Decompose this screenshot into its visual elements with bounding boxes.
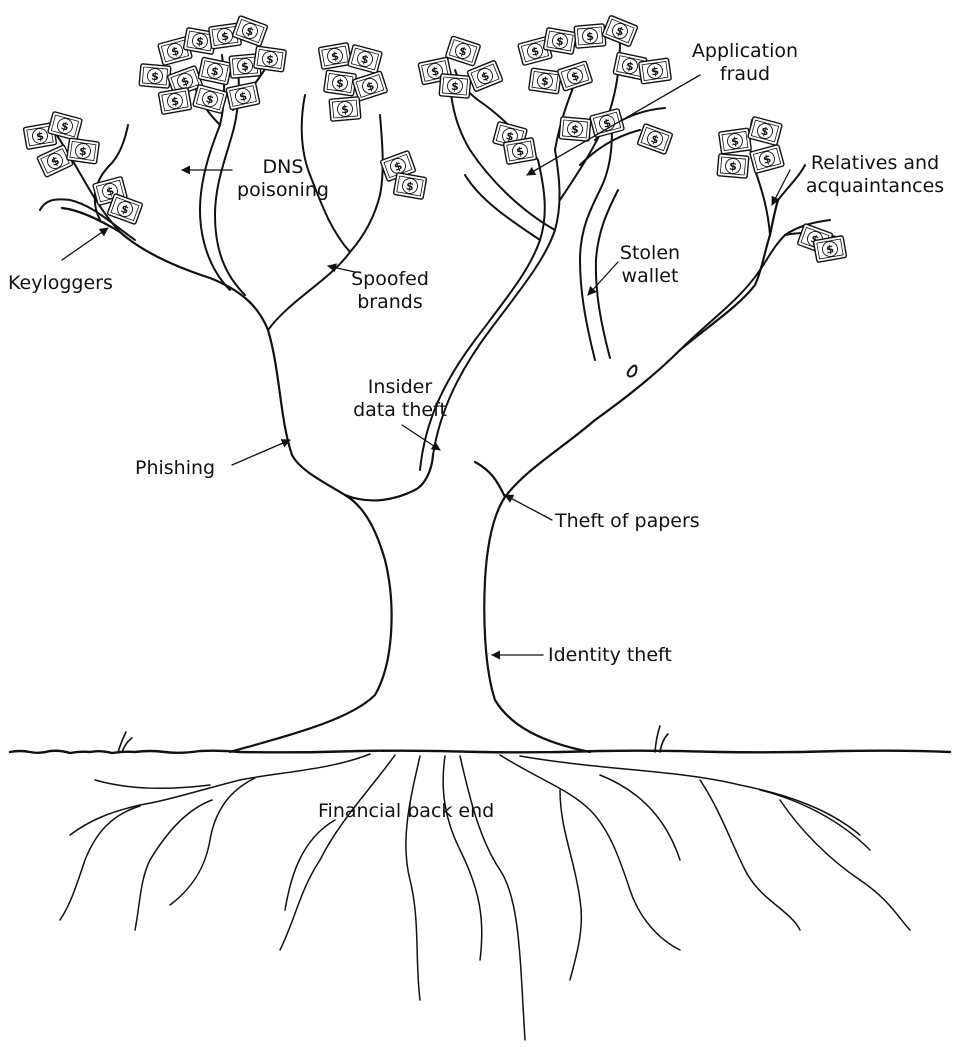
label-dns-line1: DNS xyxy=(228,156,338,179)
label-identity-theft: Identity theft xyxy=(548,644,672,667)
svg-text:$: $ xyxy=(451,80,460,94)
svg-text:$: $ xyxy=(586,30,595,44)
label-application-line2: fraud xyxy=(680,63,810,86)
label-insider-line1: Insider xyxy=(340,376,460,399)
money-cluster-dns: $ $ $ $ $ $ $ $ $ $ $ $ xyxy=(139,16,286,115)
svg-text:$: $ xyxy=(729,160,738,174)
label-relatives-line2: acquaintances xyxy=(800,175,950,198)
label-dns-line2: poisoning xyxy=(228,179,338,202)
label-wallet-line2: wallet xyxy=(610,265,690,288)
arrow-theft-papers xyxy=(505,495,552,520)
grass-tufts xyxy=(118,726,668,752)
arrow-keyloggers xyxy=(62,228,108,260)
label-spoofed-line1: Spoofed xyxy=(345,268,435,291)
svg-text:$: $ xyxy=(571,123,580,137)
svg-text:$: $ xyxy=(341,103,350,117)
label-stolen-wallet: Stolen wallet xyxy=(610,242,690,288)
label-keyloggers: Keyloggers xyxy=(8,272,113,295)
svg-text:$: $ xyxy=(151,70,160,84)
svg-text:$: $ xyxy=(241,60,250,74)
label-insider-data-theft: Insider data theft xyxy=(340,376,460,422)
label-insider-line2: data theft xyxy=(340,399,460,422)
label-application-fraud: Application fraud xyxy=(680,40,810,86)
label-wallet-line1: Stolen xyxy=(610,242,690,265)
label-relatives-line1: Relatives and xyxy=(800,152,950,175)
leader-arrows xyxy=(62,75,790,655)
label-spoofed-brands: Spoofed brands xyxy=(345,268,435,314)
label-phishing: Phishing xyxy=(135,457,215,480)
arrow-phishing xyxy=(232,440,290,465)
ground-line xyxy=(10,751,950,753)
label-spoofed-line2: brands xyxy=(345,291,435,314)
arrow-insider xyxy=(402,425,440,450)
label-theft-of-papers: Theft of papers xyxy=(555,510,700,533)
label-dns-poisoning: DNS poisoning xyxy=(228,156,338,202)
money-cluster-application: $ $ $ $ $ $ $ $ $ $ $ $ $ $ $ $ $ xyxy=(418,15,673,164)
label-financial-back-end: Financial back end xyxy=(318,800,494,823)
label-relatives: Relatives and acquaintances xyxy=(800,152,950,198)
roots xyxy=(60,754,910,1040)
label-application-line1: Application xyxy=(680,40,810,63)
